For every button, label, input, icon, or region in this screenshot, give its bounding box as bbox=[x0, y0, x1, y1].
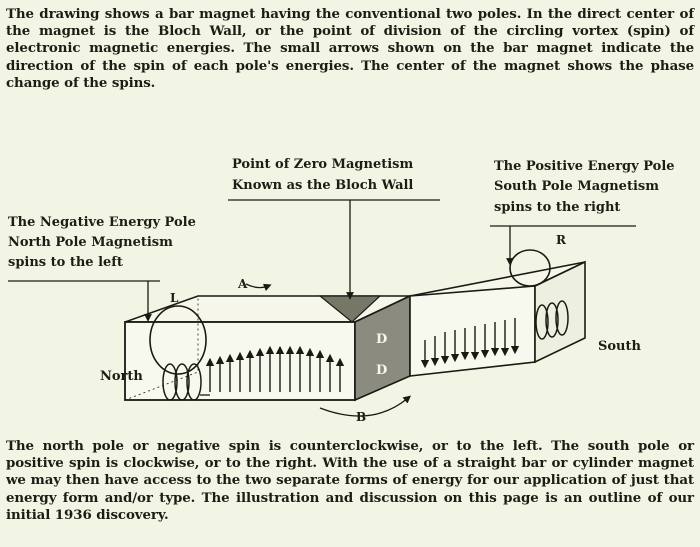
magnet-front-face-right bbox=[409, 285, 536, 377]
leader-lines bbox=[8, 199, 636, 417]
outro-paragraph: The north pole or negative spin is count… bbox=[6, 438, 694, 523]
north-label: North bbox=[100, 369, 143, 384]
neg-label-line2: North Pole Magnetism bbox=[8, 235, 173, 250]
bloch-label-line2: Known as the Bloch Wall bbox=[232, 178, 413, 193]
neg-label-line1: The Negative Energy Pole bbox=[8, 215, 196, 230]
magnet-hidden-edge bbox=[124, 295, 199, 401]
marker-b: B bbox=[356, 410, 366, 424]
intro-paragraph: The drawing shows a bar magnet having th… bbox=[6, 6, 694, 91]
neg-label-line3: spins to the left bbox=[8, 255, 123, 270]
north-spin-arrows bbox=[205, 345, 345, 392]
wall-d-bottom: D bbox=[376, 363, 387, 378]
marker-a: A bbox=[237, 277, 248, 291]
south-label: South bbox=[598, 339, 642, 354]
left-spin-label: L bbox=[170, 291, 179, 305]
south-spin-arrows bbox=[420, 318, 520, 369]
bar-magnet bbox=[124, 260, 586, 402]
pos-label-line3: spins to the right bbox=[494, 200, 620, 215]
pos-label-line2: South Pole Magnetism bbox=[494, 179, 659, 194]
magnet-end-face-right bbox=[534, 260, 586, 364]
south-spin-coils bbox=[509, 249, 569, 340]
pos-label-line1: The Positive Energy Pole bbox=[494, 159, 675, 174]
north-spin-coils bbox=[149, 305, 207, 401]
wall-d-top: D bbox=[376, 332, 387, 347]
right-spin-label: R bbox=[556, 233, 567, 247]
bloch-label-line1: Point of Zero Magnetism bbox=[232, 157, 414, 172]
